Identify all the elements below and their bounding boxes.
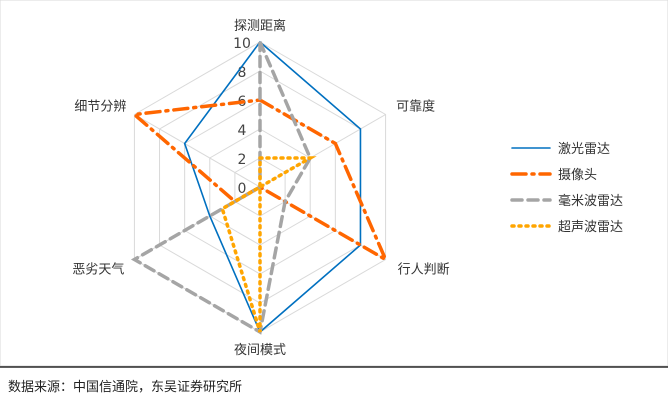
legend-label: 毫米波雷达 — [558, 193, 623, 209]
axis-label: 探测距离 — [234, 18, 286, 34]
series-4-line — [220, 156, 317, 333]
legend-label: 超声波雷达 — [558, 220, 623, 235]
tick-label: 10 — [233, 36, 251, 52]
legend-label: 摄像头 — [558, 168, 597, 183]
tick-label: 0 — [238, 181, 247, 197]
axis-label: 恶劣天气 — [72, 262, 124, 278]
tick-label: 4 — [238, 123, 247, 139]
axis-label: 细节分辨 — [74, 100, 126, 115]
plot-area — [0, 0, 668, 367]
axis-spoke — [134, 114, 261, 188]
source-note: 数据来源：中国信通院，东吴证券研究所 — [8, 380, 243, 395]
axis-label: 夜间模式 — [234, 343, 286, 358]
tick-label: 8 — [238, 65, 247, 81]
legend-label: 激光雷达 — [558, 142, 610, 157]
tick-label: 2 — [238, 152, 247, 168]
axis-label: 可靠度 — [396, 99, 435, 115]
axis-label: 行人判断 — [398, 263, 450, 278]
